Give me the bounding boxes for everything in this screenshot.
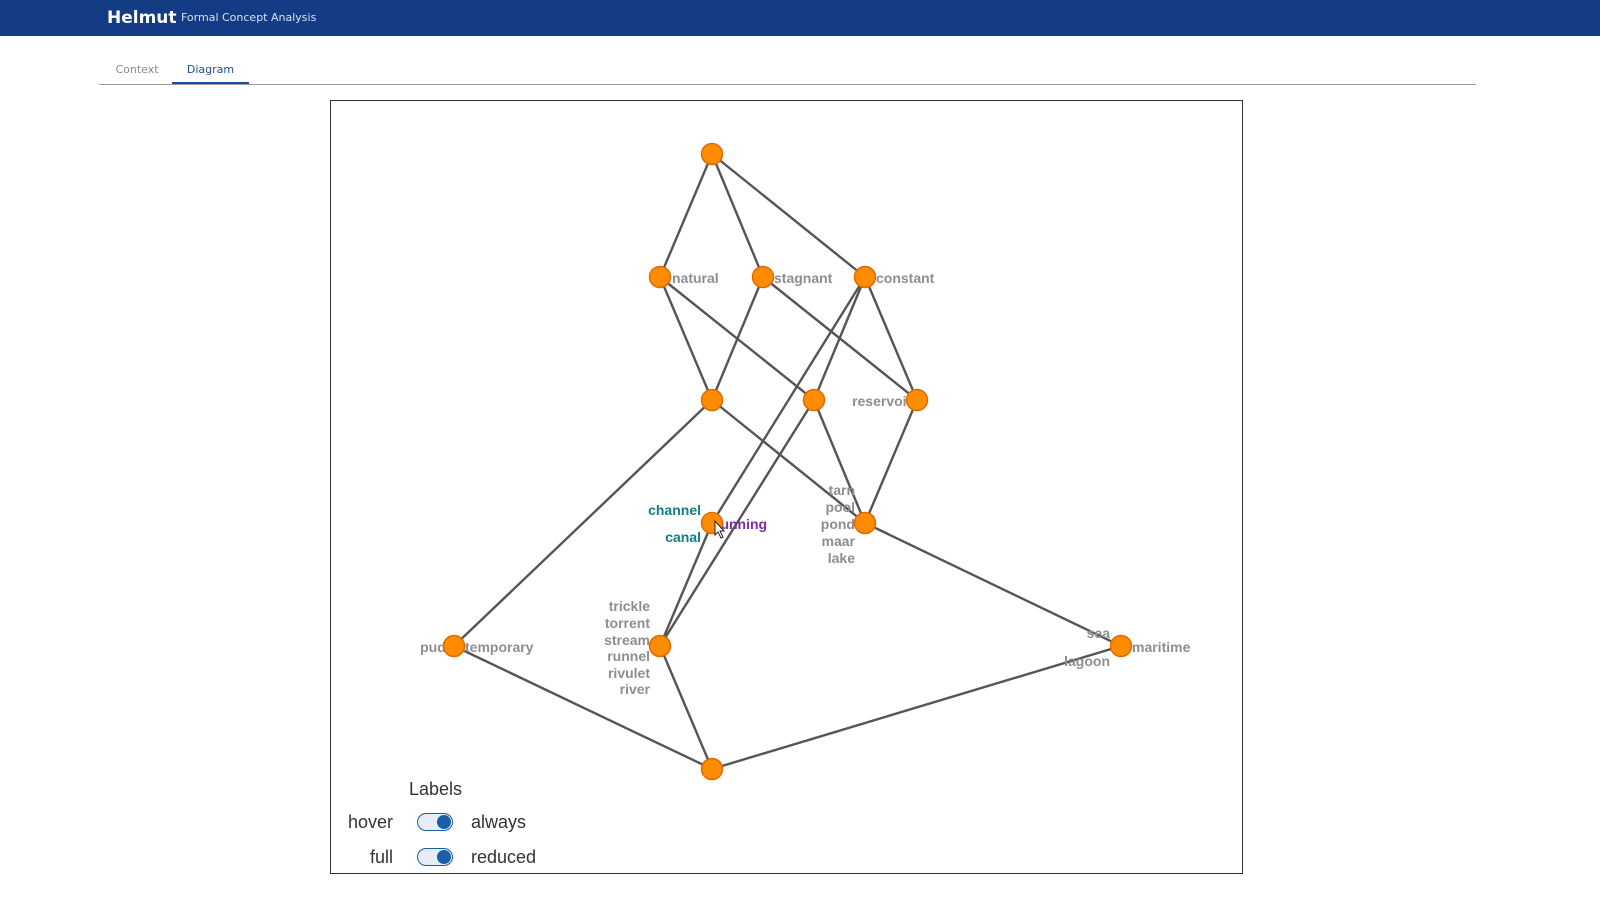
- edge-stagnant-natural_stagnant: [710, 276, 765, 401]
- label-sea: sea: [1087, 625, 1111, 641]
- label-group: natural stagnant constant reservoir runn…: [420, 270, 1190, 697]
- app-subtitle: Formal Concept Analysis: [181, 11, 317, 24]
- label-torrent: torrent: [605, 615, 650, 631]
- toggle-right-label: reduced: [471, 847, 537, 867]
- edge-temporary-bottom: [453, 644, 713, 771]
- label-constant: constant: [876, 270, 935, 286]
- concept-node-bottom[interactable]: [700, 757, 724, 781]
- label-lake: lake: [828, 550, 855, 566]
- edge-constant-reservoir: [863, 276, 919, 401]
- tab-diagram[interactable]: Diagram: [172, 63, 249, 84]
- hover-always-toggle[interactable]: [417, 813, 453, 831]
- toggle-knob: [437, 850, 451, 864]
- edge-top-constant: [711, 153, 866, 278]
- edge-rivers-bottom: [658, 645, 714, 770]
- edge-lakes-maritime: [864, 521, 1122, 648]
- concept-node-reservoir[interactable]: [905, 388, 929, 412]
- app-header: Helmut Formal Concept Analysis: [0, 0, 1600, 36]
- toggle-right-label: always: [471, 812, 527, 832]
- edge-natural_stagnant-lakes: [711, 399, 866, 524]
- concept-node-natural_constant[interactable]: [802, 388, 826, 412]
- edge-natural_constant-rivers: [658, 399, 816, 647]
- label-maritime: maritime: [1132, 639, 1191, 655]
- edge-top-stagnant: [710, 153, 765, 278]
- concept-node-top[interactable]: [700, 142, 724, 166]
- tab-context[interactable]: Context: [115, 63, 159, 76]
- node-group: [442, 142, 1133, 781]
- label-temporary: temporary: [465, 639, 534, 655]
- label-stream: stream: [604, 632, 650, 648]
- label-pond: pond: [821, 516, 855, 532]
- label-stagnant: stagnant: [774, 270, 833, 286]
- label-reservoir: reservoir: [852, 393, 912, 409]
- concept-node-natural[interactable]: [648, 265, 672, 289]
- concept-node-natural_stagnant[interactable]: [700, 388, 724, 412]
- edge-top-natural: [658, 153, 714, 278]
- concept-node-temporary[interactable]: [442, 634, 466, 658]
- label-tarn: tarn: [829, 482, 855, 498]
- edge-natural_stagnant-temporary: [453, 399, 713, 647]
- full-reduced-toggle[interactable]: [417, 848, 453, 866]
- concept-node-maritime[interactable]: [1109, 634, 1133, 658]
- cursor-icon: [714, 519, 726, 539]
- concept-node-rivers[interactable]: [648, 634, 672, 658]
- concept-node-stagnant[interactable]: [751, 265, 775, 289]
- label-running: running: [715, 516, 767, 532]
- toggle-left-label: full: [369, 847, 393, 867]
- app-name: Helmut: [107, 8, 177, 28]
- edge-natural-natural_stagnant: [658, 276, 714, 401]
- edge-constant-running: [710, 276, 867, 524]
- edge-reservoir-lakes: [863, 399, 919, 524]
- full-reduced-row: full reduced: [330, 845, 590, 871]
- edge-natural_constant-lakes: [812, 399, 867, 524]
- edge-running-rivers: [658, 522, 714, 647]
- lattice-diagram: natural stagnant constant reservoir runn…: [330, 100, 1243, 874]
- label-channel: channel: [648, 502, 701, 518]
- lattice-svg: natural stagnant constant reservoir runn…: [420, 142, 1191, 781]
- label-river: river: [620, 681, 651, 697]
- label-runnel: runnel: [607, 648, 650, 664]
- concept-node-lakes[interactable]: [853, 511, 877, 535]
- label-controls: Labels hover always full reduced: [330, 770, 590, 870]
- toggle-left-label: hover: [347, 812, 393, 832]
- hover-always-row: hover always: [330, 810, 590, 836]
- label-maar: maar: [822, 533, 856, 549]
- label-trickle: trickle: [609, 598, 650, 614]
- label-rivulet: rivulet: [608, 665, 650, 681]
- edge-maritime-bottom: [711, 644, 1122, 771]
- label-canal: canal: [665, 529, 701, 545]
- edge-group: [453, 153, 1122, 771]
- controls-title: Labels: [409, 779, 463, 799]
- label-pool: pool: [825, 499, 855, 515]
- label-lagoon: lagoon: [1064, 653, 1110, 669]
- edge-constant-natural_constant: [812, 276, 867, 401]
- toggle-knob: [437, 815, 451, 829]
- label-natural: natural: [672, 270, 719, 286]
- tab-bar: Context Diagram: [99, 58, 1476, 85]
- concept-node-constant[interactable]: [853, 265, 877, 289]
